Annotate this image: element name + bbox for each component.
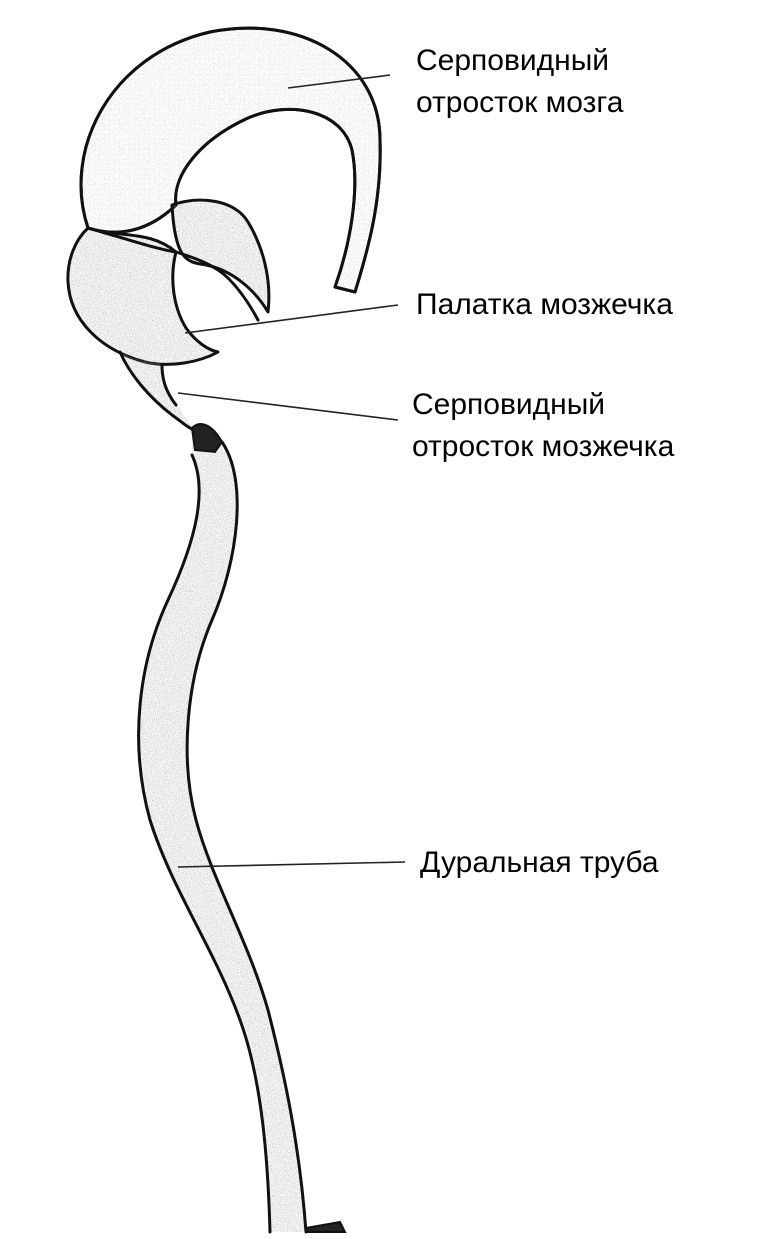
label-tentorium: Палатка мозжечка: [416, 288, 673, 321]
label-falx-cerebelli-line2: отросток мозжечка: [412, 430, 675, 463]
label-falx-cerebri-line2: отросток мозга: [416, 86, 624, 119]
label-falx-cerebri-line1: Серповидный: [416, 44, 609, 77]
leader-tentorium: [184, 304, 399, 334]
tentorium-shape: [66, 226, 260, 366]
inner-crescent-shape: [170, 198, 271, 314]
falx-cerebri-shape: [79, 26, 382, 294]
leader-falx-cerebelli: [177, 392, 399, 421]
leader-falx-cerebri: [287, 74, 391, 89]
label-falx-cerebelli-line1: Серповидный: [412, 388, 605, 421]
dural-tube-shape: [137, 423, 347, 1234]
falx-cerebelli-shape: [118, 350, 196, 432]
label-dural-tube: Дуральная труба: [420, 846, 659, 879]
leader-dural-tube: [177, 861, 406, 868]
